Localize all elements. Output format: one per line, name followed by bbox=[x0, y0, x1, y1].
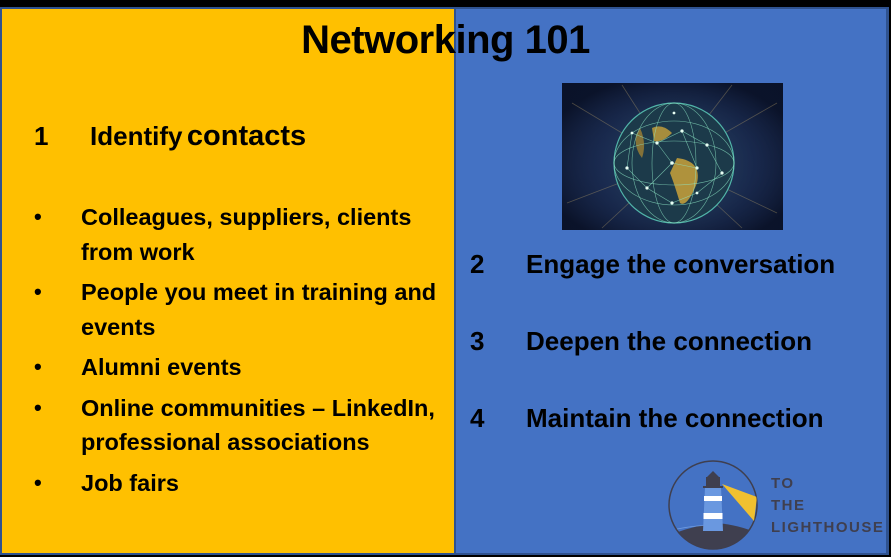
bullet-text: Alumni events bbox=[81, 354, 242, 380]
bullet-item: • Colleagues, suppliers, clients from wor… bbox=[34, 200, 444, 269]
bullet-text: Online communities – LinkedIn, professio… bbox=[81, 394, 435, 456]
logo-line-3: LIGHTHOUSE bbox=[771, 519, 885, 536]
step-number: 4 bbox=[470, 403, 485, 433]
bullet-icon: • bbox=[34, 204, 42, 229]
step-number: 2 bbox=[470, 249, 485, 279]
bullet-item: • Online communities – LinkedIn, professi… bbox=[34, 391, 444, 460]
bullet-icon: • bbox=[34, 394, 42, 420]
step-label: Engage the conversation bbox=[526, 249, 836, 279]
bullet-text: People you meet in training and events bbox=[81, 279, 437, 340]
globe-network-icon bbox=[562, 83, 783, 230]
step-4: 4 Maintain the connection bbox=[470, 400, 880, 477]
logo-wordmark: TO THE LIGHTHOUSE bbox=[771, 473, 884, 539]
bullet-icon: • bbox=[34, 279, 42, 304]
contacts-bullet-list: • Colleagues, suppliers, clients from wor… bbox=[34, 200, 444, 506]
step-1-heading: 1 Identify contacts bbox=[34, 120, 306, 153]
step-2: 2 Engage the conversation bbox=[470, 246, 880, 323]
lighthouse-icon bbox=[668, 460, 758, 550]
left-panel bbox=[2, 9, 454, 553]
bullet-text: Job fairs bbox=[81, 469, 179, 496]
step-word-identify: Identify bbox=[90, 121, 183, 151]
step-number: 1 bbox=[34, 121, 49, 151]
step-3: 3 Deepen the connection bbox=[470, 323, 880, 400]
bullet-text: Colleagues, suppliers, clients from work bbox=[81, 204, 412, 265]
logo-line-1: TO bbox=[771, 475, 795, 492]
bullet-item: • People you meet in training and events bbox=[34, 275, 444, 344]
step-label: Maintain the connection bbox=[526, 403, 824, 433]
step-number: 3 bbox=[470, 326, 485, 356]
bullet-icon: • bbox=[34, 354, 42, 379]
slide-title: Networking 101 bbox=[301, 18, 590, 62]
steps-list: 2 Engage the conversation 3 Deepen the con… bbox=[470, 246, 880, 477]
bullet-item: • Job fairs bbox=[34, 466, 444, 501]
lighthouse-logo bbox=[667, 459, 759, 551]
globe-network-image bbox=[562, 83, 783, 230]
step-label: Deepen the connection bbox=[526, 326, 813, 356]
bullet-icon: • bbox=[34, 469, 42, 495]
step-word-contacts: contacts bbox=[186, 120, 307, 152]
logo-line-2: THE bbox=[771, 497, 806, 514]
bullet-item: • Alumni events bbox=[34, 350, 444, 385]
